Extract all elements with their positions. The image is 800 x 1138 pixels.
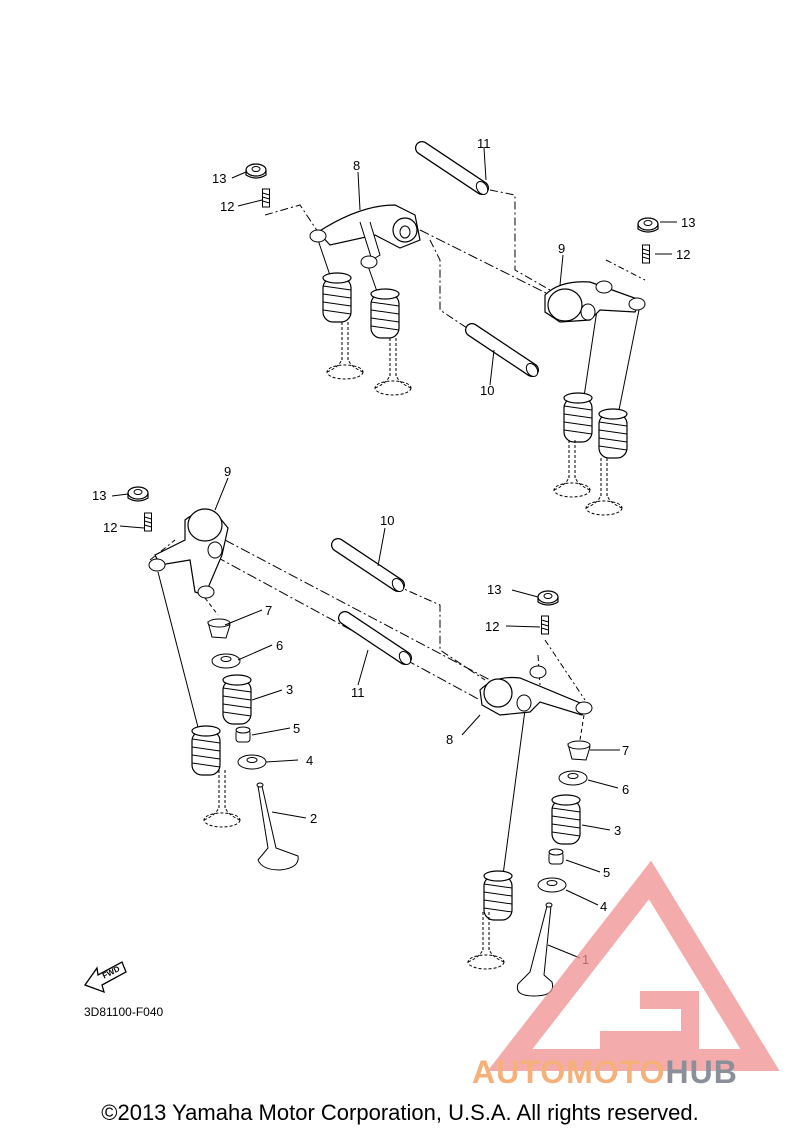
diagram-code: 3D81100-F040 (84, 1005, 163, 1019)
rocker-shaft-upper-11 (422, 148, 490, 197)
part-callout-10: 10 (380, 513, 394, 528)
part-callout-13: 13 (681, 215, 695, 230)
part-callout-12: 12 (220, 199, 234, 214)
lower-assembly: 13 12 9 10 11 13 12 8 7 6 3 5 4 2 7 6 3 … (92, 464, 629, 997)
rocker-arm-upper-9 (544, 280, 646, 323)
part-callout-8: 8 (353, 158, 360, 173)
part-callout-11: 11 (351, 685, 365, 700)
valve-stack-left (191, 618, 299, 871)
part-callout-7: 7 (622, 743, 629, 758)
part-callout-2: 2 (310, 811, 317, 826)
rocker-arm-lower-8 (479, 665, 593, 716)
part-callout-6: 6 (276, 638, 283, 653)
watermark-text: AUTOMOTOHUB (472, 1055, 738, 1089)
copyright-notice: ©2013 Yamaha Motor Corporation, U.S.A. A… (101, 1100, 699, 1125)
part-callout-10: 10 (480, 383, 494, 398)
part-callout-5: 5 (603, 865, 610, 880)
part-callout-12: 12 (676, 247, 690, 262)
watermark-text-b: HUB (665, 1054, 738, 1090)
rocker-shaft-lower-10 (338, 545, 406, 594)
part-callout-9: 9 (224, 464, 231, 479)
part-callout-12: 12 (485, 619, 499, 634)
valve-stack-right (467, 740, 591, 997)
part-callout-3: 3 (286, 682, 293, 697)
fwd-arrow-icon: FWD (83, 961, 127, 994)
part-callout-4: 4 (600, 899, 607, 914)
upper-assembly: 13 12 8 11 9 10 13 12 (212, 136, 695, 516)
watermark-text-a: AUTOMOTO (472, 1054, 666, 1090)
part-callout-7: 7 (265, 603, 272, 618)
watermark-logo (487, 860, 780, 1071)
rocker-shaft-lower-11 (345, 618, 413, 667)
rocker-arm-upper-8 (309, 204, 421, 269)
part-callout-8: 8 (446, 732, 453, 747)
rocker-arm-lower-9 (148, 508, 229, 599)
rocker-shaft-upper-10 (472, 330, 540, 379)
part-callout-9: 9 (558, 241, 565, 256)
part-callout-6: 6 (622, 782, 629, 797)
part-callout-5: 5 (293, 721, 300, 736)
part-callout-11: 11 (477, 136, 491, 151)
part-callout-13: 13 (92, 488, 106, 503)
part-callout-4: 4 (306, 753, 313, 768)
part-callout-12: 12 (103, 520, 117, 535)
part-callout-13: 13 (212, 171, 226, 186)
part-callout-3: 3 (614, 823, 621, 838)
part-callout-13: 13 (487, 582, 501, 597)
